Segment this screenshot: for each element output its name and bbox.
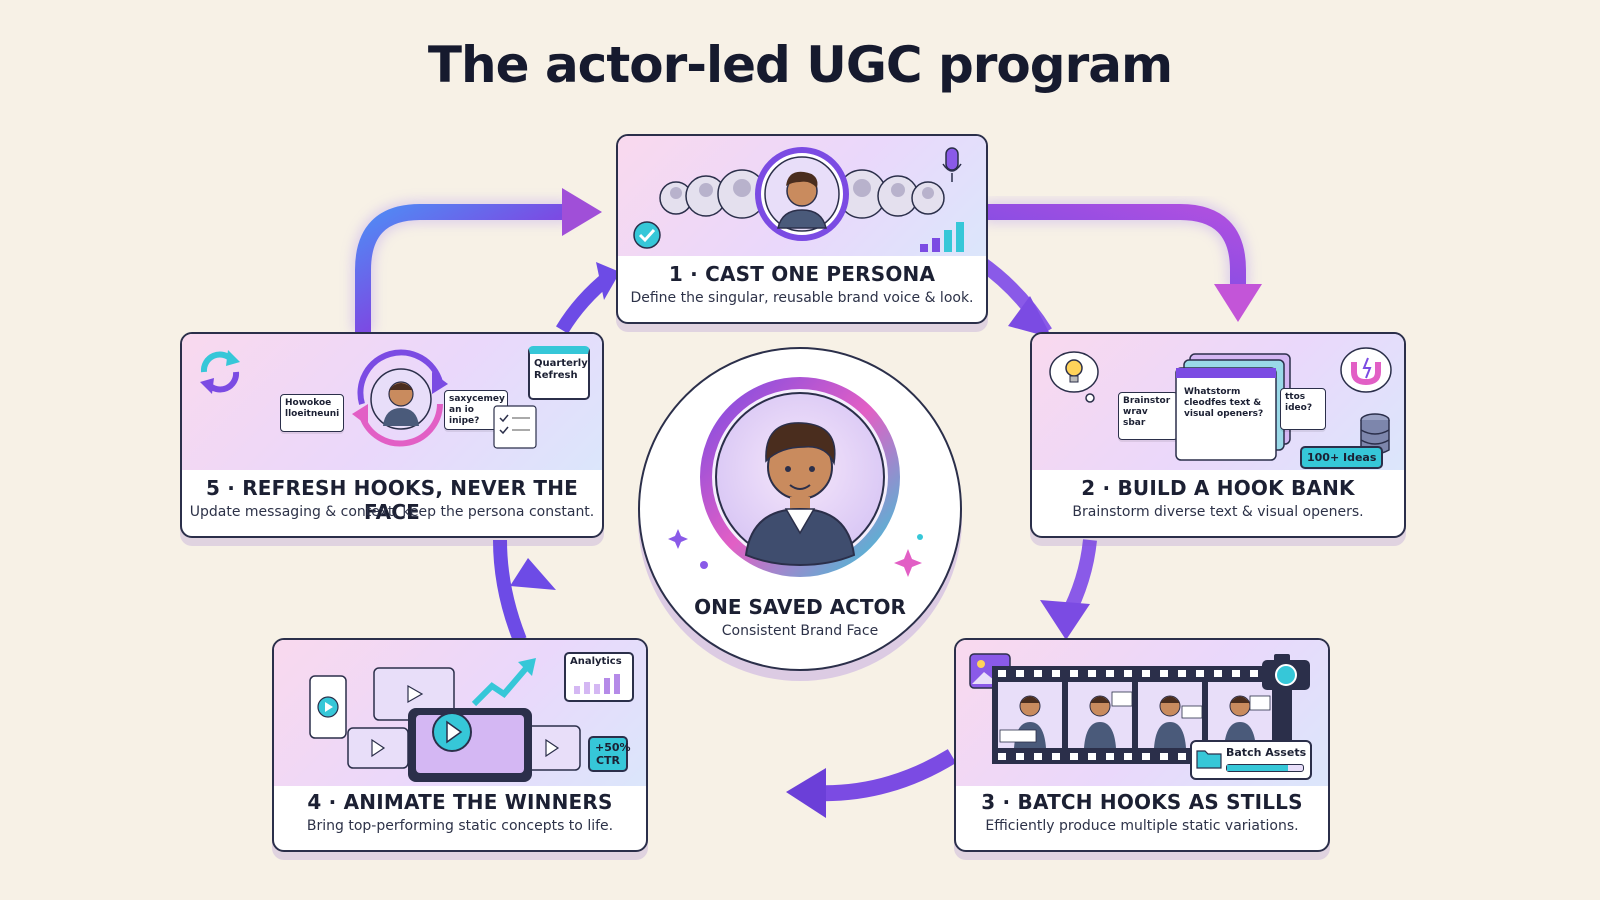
quarterly-refresh-label: Quarterly Refresh bbox=[534, 358, 588, 381]
step-2-illustration: Brainstor wrav sbar Whatstorm cleodfes t… bbox=[1032, 334, 1404, 470]
step-3-description: Efficiently produce multiple static vari… bbox=[985, 818, 1299, 834]
film-strip-icon bbox=[992, 666, 1292, 768]
signal-bars-icon bbox=[918, 220, 970, 258]
trend-arrow-icon bbox=[470, 654, 540, 714]
magnet-icon bbox=[1338, 344, 1394, 404]
hook-checklist bbox=[492, 404, 538, 454]
database-icon bbox=[1358, 412, 1392, 462]
analytics-chart-icon: Analytics bbox=[564, 652, 634, 702]
step-1-description: Define the singular, reusable brand voic… bbox=[630, 290, 974, 306]
refresh-icon bbox=[194, 346, 246, 402]
microphone-icon bbox=[940, 146, 964, 190]
hook-card-old: Howokoe lloeitneuni bbox=[280, 394, 344, 432]
step-5-description: Update messaging & context, keep the per… bbox=[189, 504, 595, 520]
step-1-label: 1 · CAST ONE PERSONA bbox=[668, 262, 936, 286]
step-card-refresh-hooks: Howokoe lloeitneuni saxycemey an io inip… bbox=[180, 332, 604, 538]
center-label: ONE SAVED ACTOR bbox=[694, 595, 906, 619]
page-title: The actor-led UGC program bbox=[427, 36, 1173, 94]
step-2-description: Brainstorm diverse text & visual openers… bbox=[1072, 504, 1364, 520]
batch-assets-label: Batch Assets bbox=[1226, 746, 1307, 759]
hook-card-stack bbox=[1168, 352, 1298, 468]
step-card-cast-persona: 1 · CAST ONE PERSONA Define the singular… bbox=[616, 134, 988, 324]
saved-actor-avatar bbox=[700, 377, 900, 577]
sparkle-decorations bbox=[668, 529, 923, 577]
play-icon[interactable] bbox=[430, 710, 474, 758]
ideas-count-badge: 100+ Ideas bbox=[1300, 446, 1384, 469]
step-4-description: Bring top-performing static concepts to … bbox=[306, 818, 614, 834]
step-card-batch-stills: Batch Assets 3 · BATCH HOOKS AS STILLS E… bbox=[954, 638, 1330, 852]
camera-icon bbox=[1260, 652, 1312, 696]
arrow-1-to-2 bbox=[984, 201, 1262, 322]
lightbulb-icon bbox=[1046, 346, 1106, 410]
center-saved-actor: ONE SAVED ACTOR Consistent Brand Face bbox=[638, 347, 962, 671]
check-icon bbox=[632, 220, 662, 254]
step-3-illustration: Batch Assets bbox=[956, 640, 1328, 786]
step-1-illustration bbox=[618, 136, 986, 256]
hook-card-left: Brainstor wrav sbar bbox=[1118, 392, 1178, 440]
persona-refresh-ring bbox=[344, 342, 458, 460]
video-screens-illustration bbox=[309, 667, 581, 782]
step-2-label: 2 · BUILD A HOOK BANK bbox=[1081, 476, 1355, 500]
step-card-hook-bank: Brainstor wrav sbar Whatstorm cleodfes t… bbox=[1030, 332, 1406, 538]
step-5-illustration: Howokoe lloeitneuni saxycemey an io inip… bbox=[182, 334, 602, 470]
inner-ring-arrows bbox=[493, 256, 1097, 818]
calendar-icon: Quarterly Refresh bbox=[528, 346, 590, 400]
ctr-badge: +50% CTR bbox=[588, 736, 631, 772]
hook-card-right: ttos ideo? bbox=[1280, 388, 1326, 430]
step-4-illustration: Analytics +50% CTR bbox=[274, 640, 646, 786]
step-4-label: 4 · ANIMATE THE WINNERS bbox=[307, 790, 613, 814]
analytics-label: Analytics bbox=[570, 656, 622, 667]
step-3-label: 3 · BATCH HOOKS AS STILLS bbox=[981, 790, 1303, 814]
batch-progress-bar bbox=[1226, 764, 1304, 772]
avatar-lineup-icon bbox=[659, 147, 945, 241]
step-5-label: 5 · REFRESH HOOKS, NEVER THE FACE bbox=[205, 476, 579, 524]
center-description: Consistent Brand Face bbox=[721, 623, 879, 639]
folder-icon bbox=[1196, 747, 1222, 773]
step-card-animate-winners: Analytics +50% CTR 4 · ANIMATE THE WINNE… bbox=[272, 638, 648, 852]
arrow-5-to-1 bbox=[352, 188, 602, 332]
batch-assets-panel: Batch Assets bbox=[1190, 740, 1312, 780]
hook-card-main: Whatstorm cleodfes text & visual openers… bbox=[1184, 387, 1264, 419]
